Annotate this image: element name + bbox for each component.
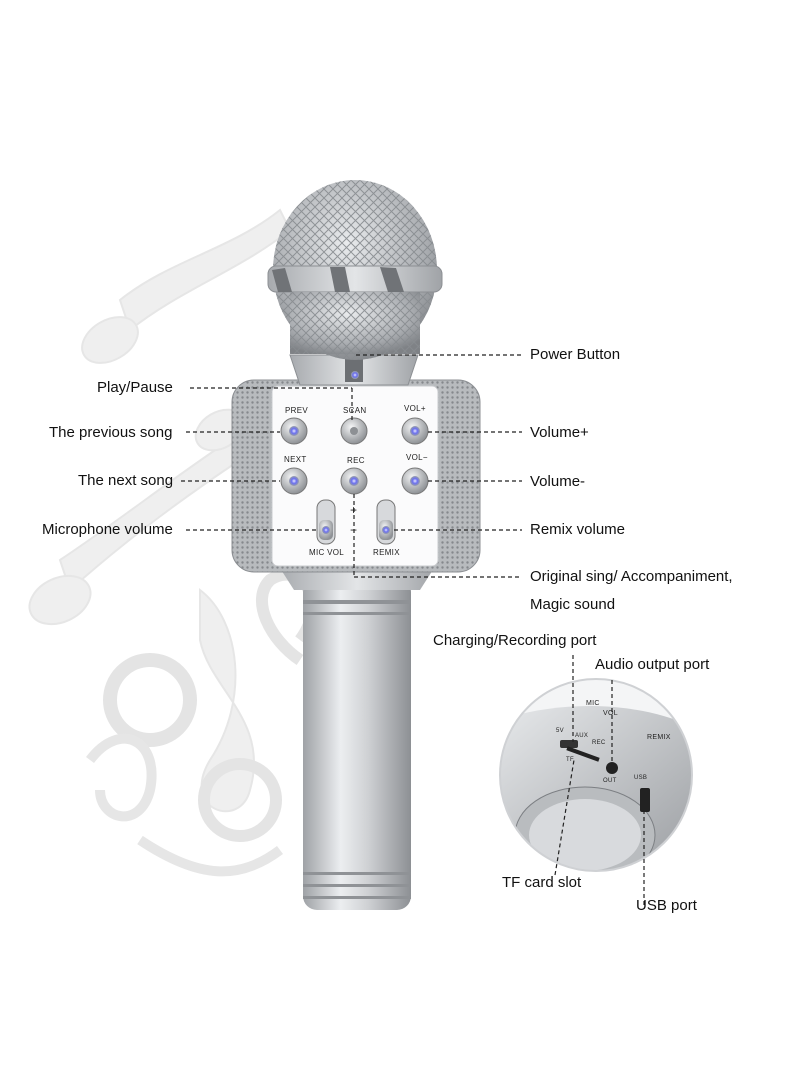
port-tf-label: TF	[566, 757, 574, 763]
scan-device-label: SCAN	[343, 406, 367, 415]
microphone-volume-callout: Microphone volume	[42, 521, 173, 538]
rec-device-label: REC	[347, 456, 365, 465]
original-sing-callout-line1: Original sing/ Accompaniment,	[530, 568, 733, 585]
prev-device-label: PREV	[285, 406, 308, 415]
tf-card-slot-callout: TF card slot	[502, 874, 582, 891]
next-device-label: NEXT	[284, 455, 307, 464]
mic-vol-device-label: MIC VOL	[309, 548, 344, 557]
play-pause-callout: Play/Pause	[97, 379, 173, 396]
minus-mark: −	[350, 523, 358, 537]
remix-volume-callout: Remix volume	[530, 521, 626, 538]
volume-up-callout: Volume+	[530, 424, 589, 441]
port-aux-label: AUX	[575, 733, 589, 739]
power-button-callout: Power Button	[530, 346, 621, 363]
inset-remix-label: REMIX	[647, 734, 671, 741]
audio-output-port-callout: Audio output port	[595, 656, 710, 673]
port-5v-label: 5V	[556, 728, 564, 734]
port-rec-label: REC	[592, 740, 606, 746]
charging-port-callout: Charging/Recording port	[433, 632, 597, 649]
vol-minus-device-label: VOL−	[406, 453, 428, 462]
port-usb-label: USB	[634, 775, 648, 781]
previous-song-callout: The previous song	[49, 424, 173, 441]
vol-plus-device-label: VOL+	[404, 404, 426, 413]
volume-down-callout: Volume-	[530, 473, 586, 490]
inset-mic-label: MIC	[586, 700, 600, 707]
usb-port-callout: USB port	[636, 897, 697, 914]
remix-device-label: REMIX	[373, 548, 400, 557]
next-song-callout: The next song	[78, 472, 174, 489]
plus-mark: +	[350, 503, 358, 517]
original-sing-callout-line2: Magic sound	[530, 596, 616, 613]
port-out-label: OUT	[603, 778, 617, 784]
inset-vol-label: VOL	[603, 710, 618, 717]
